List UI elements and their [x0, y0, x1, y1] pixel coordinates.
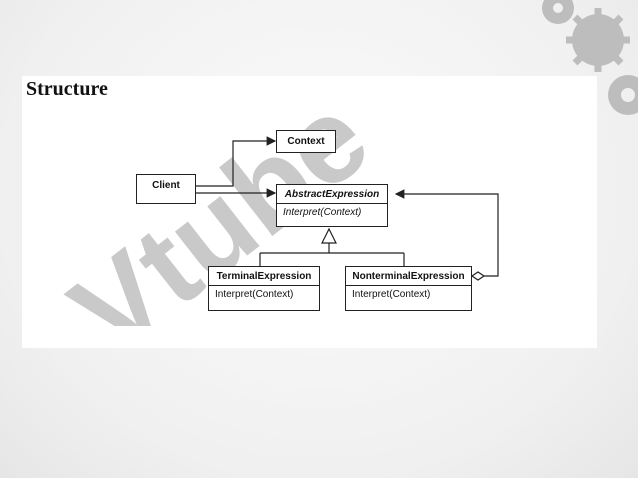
class-abstract-expression: AbstractExpression Interpret(Context) — [276, 184, 388, 227]
class-operation: Interpret(Context) — [283, 207, 362, 218]
class-name: Context — [287, 136, 325, 147]
class-operation: Interpret(Context) — [215, 289, 294, 300]
class-nonterminal-expression: NonterminalExpression Interpret(Context) — [345, 266, 472, 311]
class-operation: Interpret(Context) — [352, 289, 431, 300]
class-client: Client — [136, 174, 196, 204]
class-name: TerminalExpression — [209, 267, 319, 286]
slide-title: Structure — [26, 78, 108, 100]
class-terminal-expression: TerminalExpression Interpret(Context) — [208, 266, 320, 311]
class-context: Context — [276, 130, 336, 153]
gears-decoration-icon — [542, 0, 638, 115]
uml-connectors — [195, 136, 499, 281]
class-name: Client — [152, 180, 180, 191]
diagram-panel: Structure Vtube Context Client — [22, 76, 597, 348]
class-name: NonterminalExpression — [346, 267, 471, 286]
class-name: AbstractExpression — [277, 185, 387, 204]
